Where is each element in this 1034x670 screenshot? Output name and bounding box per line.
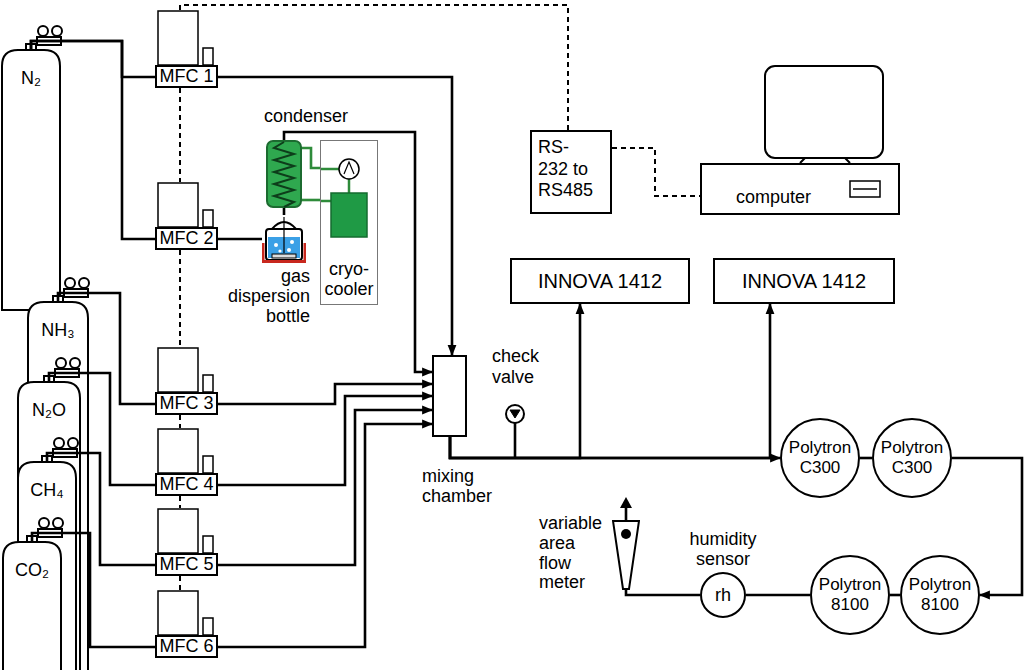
node-label: condenser bbox=[264, 106, 348, 127]
node-label: mixing chamber bbox=[422, 467, 492, 507]
node-label: Polytron 8100 bbox=[819, 575, 881, 614]
gas-line bbox=[890, 594, 900, 597]
node-label: CH₄ bbox=[18, 462, 76, 501]
node-label: rh bbox=[715, 585, 731, 606]
gas-line bbox=[218, 77, 452, 355]
computer: computer bbox=[700, 163, 900, 215]
gas-cylinder: N₂O bbox=[18, 382, 80, 442]
gas-line bbox=[218, 424, 432, 647]
mixing-chamber: mixing chamber bbox=[432, 355, 467, 437]
exhaust-arrow bbox=[620, 497, 632, 520]
data-link bbox=[180, 5, 568, 130]
gas-cylinder: CH₄ bbox=[18, 462, 76, 522]
gas-line bbox=[626, 590, 700, 595]
gas-sensor: Polytron 8100 bbox=[810, 555, 890, 635]
data-link bbox=[179, 88, 181, 182]
humidity-sensor: humidity sensorrh bbox=[700, 572, 746, 618]
gas-line bbox=[31, 41, 155, 239]
data-link bbox=[179, 576, 181, 590]
gas-line bbox=[860, 457, 872, 460]
node-label: Polytron C300 bbox=[789, 438, 851, 477]
node-label: CO₂ bbox=[3, 542, 61, 581]
node-label: computer bbox=[736, 187, 811, 208]
bottle-drawing bbox=[262, 215, 306, 263]
data-link bbox=[179, 415, 181, 428]
gas-cylinders bbox=[2, 26, 89, 670]
node-label: N₂O bbox=[18, 382, 80, 421]
mfc-label: MFC 6 bbox=[155, 635, 218, 658]
mass-flow-controller: MFC 3 bbox=[155, 347, 218, 415]
gas-line bbox=[218, 384, 432, 404]
gas-line bbox=[49, 373, 155, 485]
gas-line bbox=[218, 238, 262, 241]
node-label: gas dispersion bottle bbox=[228, 267, 310, 326]
data-link bbox=[612, 148, 700, 196]
gas-line bbox=[47, 453, 155, 565]
gas-sensor: Polytron 8100 bbox=[900, 555, 980, 635]
gas-line bbox=[283, 208, 286, 215]
flow-meter-tube bbox=[612, 520, 640, 590]
gas-line bbox=[218, 410, 432, 565]
mfc-label: MFC 2 bbox=[155, 227, 218, 250]
mass-flow-controller: MFC 2 bbox=[155, 182, 218, 250]
node-label: NH₃ bbox=[28, 302, 88, 341]
gas-line bbox=[58, 293, 155, 404]
gas-line bbox=[450, 437, 780, 458]
node-label: cryo-cooler bbox=[324, 259, 373, 300]
valve-label: check valve bbox=[492, 346, 539, 387]
gas-dispersion-bottle: gas dispersion bottle bbox=[262, 215, 306, 263]
gas-line bbox=[284, 132, 432, 372]
data-link bbox=[179, 496, 181, 508]
gas-cylinder: NH₃ bbox=[28, 302, 88, 362]
part-heading: humidity sensor bbox=[689, 530, 756, 570]
node-label: INNOVA 1412 bbox=[742, 270, 866, 293]
gas-line bbox=[450, 304, 770, 458]
disk-drive bbox=[848, 177, 888, 207]
mfc-label: MFC 5 bbox=[155, 553, 218, 576]
gas-line bbox=[746, 594, 810, 597]
gas-sensor: Polytron C300 bbox=[780, 418, 860, 498]
node-label: Polytron 8100 bbox=[909, 575, 971, 614]
condenser: condenser bbox=[266, 140, 302, 208]
node-label: RS-232 to RS485 bbox=[532, 132, 599, 212]
check-valve-symbol bbox=[506, 405, 524, 458]
mfc-label: MFC 3 bbox=[155, 392, 218, 415]
node-label: Polytron C300 bbox=[881, 438, 943, 477]
node-label: variable area flow meter bbox=[539, 514, 602, 593]
gas-cylinder: CO₂ bbox=[3, 542, 61, 602]
gas-line bbox=[450, 304, 580, 458]
gas-analyzer: INNOVA 1412 bbox=[510, 258, 690, 304]
condenser-coil bbox=[266, 140, 302, 208]
gas-sensor: Polytron C300 bbox=[872, 418, 952, 498]
computer-monitor bbox=[765, 66, 883, 163]
mass-flow-controller: MFC 6 bbox=[155, 590, 218, 658]
gas-line bbox=[32, 533, 155, 647]
mass-flow-controller: MFC 5 bbox=[155, 508, 218, 576]
gas-analyzer: INNOVA 1412 bbox=[713, 258, 895, 304]
mass-flow-controller: MFC 4 bbox=[155, 428, 218, 496]
mass-flow-controller: MFC 1 bbox=[155, 10, 218, 88]
coolant-line bbox=[302, 199, 320, 202]
data-link bbox=[179, 250, 181, 347]
mfc-label: MFC 4 bbox=[155, 473, 218, 496]
node-label: N₂ bbox=[2, 50, 60, 89]
cryo-cooler: cryo-cooler bbox=[320, 140, 378, 305]
variable-area-flow-meter: variable area flow meter bbox=[612, 520, 640, 590]
gas-line bbox=[31, 41, 155, 77]
mfc-label: MFC 1 bbox=[155, 65, 218, 88]
coolant-line bbox=[302, 148, 320, 168]
node-label: INNOVA 1412 bbox=[538, 270, 662, 293]
interface-converter: RS-232 to RS485 bbox=[530, 130, 612, 214]
gas-cylinder: N₂ bbox=[2, 50, 60, 130]
